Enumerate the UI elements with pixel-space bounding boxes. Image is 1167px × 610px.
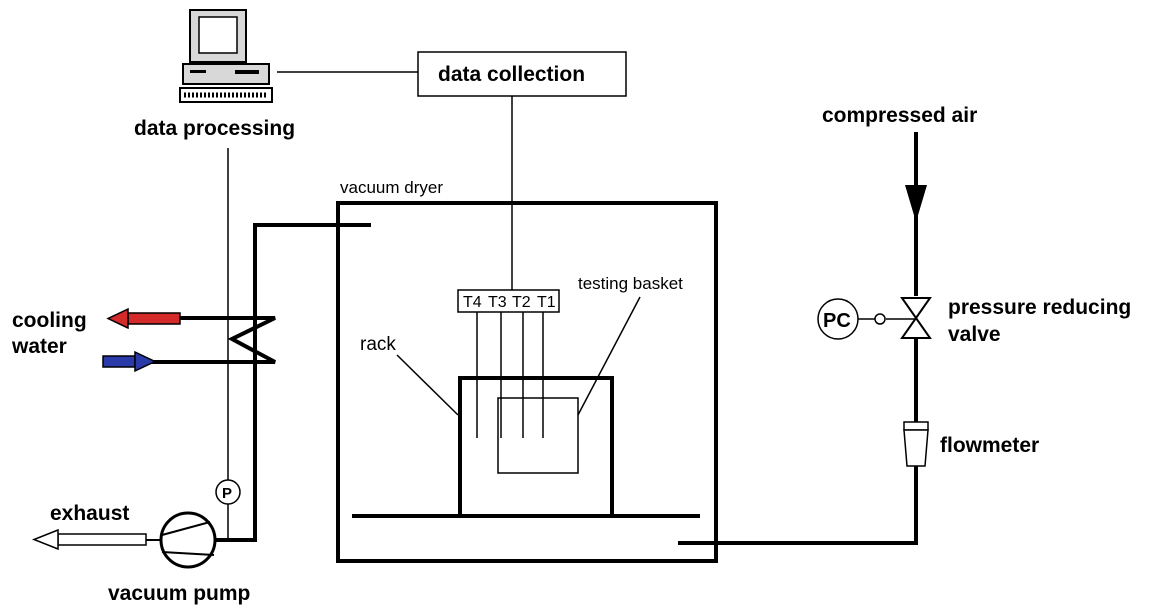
flowmeter-label: flowmeter <box>940 434 1039 457</box>
data-collection-label: data collection <box>438 63 585 86</box>
compressed-air-label: compressed air <box>822 104 977 127</box>
vacuum-pump-label: vacuum pump <box>108 582 250 605</box>
exhaust-arrow <box>31 528 147 551</box>
sensor-label-t1: T1 <box>537 294 556 311</box>
vacuum-pump-icon <box>159 511 217 569</box>
data-collection-box <box>417 51 627 97</box>
condenser-coil-icon <box>150 316 276 364</box>
pressure-gauge-label: P <box>222 485 232 502</box>
testing-basket <box>497 397 579 474</box>
thermocouple-box <box>457 289 560 313</box>
exhaust-label: exhaust <box>50 502 129 525</box>
sensor-label-t4: T4 <box>463 294 482 311</box>
pressure-reducing-label: pressure reducing <box>948 296 1131 319</box>
hot-water-outlet-arrow <box>106 307 181 330</box>
rack-label: rack <box>360 334 396 355</box>
thermocouple-probes <box>476 312 544 438</box>
vacuum-dryer-chamber <box>336 201 718 563</box>
testing-basket-label: testing basket <box>578 274 683 293</box>
sensor-label-t2: T2 <box>512 294 531 311</box>
computer-icon <box>179 9 273 103</box>
pressure-reducing-valve-icon <box>900 297 932 339</box>
air-to-dryer-line <box>678 466 918 545</box>
pressure-controller-icon <box>817 298 859 340</box>
pressure-controller-label: PC <box>823 310 851 332</box>
water-label: water <box>11 335 67 358</box>
flowmeter-icon <box>903 421 929 467</box>
vacuum-dryer-label: vacuum dryer <box>340 178 443 197</box>
vacuum-line <box>215 223 371 542</box>
cooling-label: cooling <box>12 309 87 332</box>
basket-pointer-line <box>577 296 641 416</box>
sensor-label-t3: T3 <box>488 294 507 311</box>
cold-water-inlet-arrow <box>102 350 157 373</box>
rack <box>458 376 614 516</box>
air-flow-arrowhead <box>905 185 927 222</box>
rack-pointer-line <box>396 354 459 416</box>
controller-connector <box>874 313 886 325</box>
valve-label: valve <box>948 323 1001 346</box>
data-processing-label: data processing <box>134 117 295 140</box>
